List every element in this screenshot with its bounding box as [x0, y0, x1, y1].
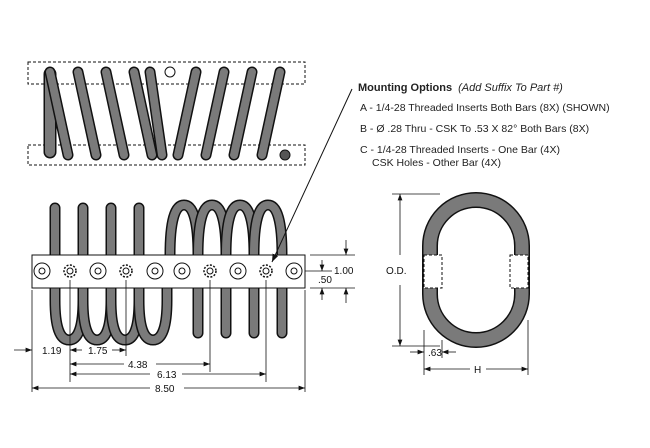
top-coil-strands	[44, 66, 286, 161]
coil-strand	[230, 68, 256, 159]
top-hole	[164, 66, 176, 78]
csk-hole-icon	[89, 262, 107, 280]
csk-hole-icon	[229, 262, 247, 280]
coil-strand	[146, 68, 166, 159]
side-view: O.D. .63 H	[386, 192, 530, 376]
horizontal-dimensions	[14, 280, 306, 392]
dim-6-13: 6.13	[157, 370, 177, 381]
coil-strand	[74, 68, 100, 159]
dim-8-50: 8.50	[155, 384, 175, 395]
dim-od: O.D.	[386, 266, 407, 277]
csk-hole-icon	[33, 262, 51, 280]
dim-1-19: 1.19	[42, 346, 62, 357]
top-hole	[279, 149, 291, 161]
leader-line	[271, 88, 353, 263]
coil-loop	[135, 204, 171, 345]
threaded-insert-icon	[259, 264, 273, 278]
dim-bar-height: 1.00	[334, 266, 354, 277]
threaded-insert-icon	[119, 264, 133, 278]
front-coils	[49, 199, 288, 346]
threaded-insert-icon	[63, 264, 77, 278]
dim-bar-half: .50	[318, 275, 332, 286]
coil-loop	[250, 200, 286, 337]
coil-strand	[202, 68, 228, 159]
option-c-line2: CSK Holes - Other Bar (4X)	[372, 157, 501, 170]
csk-hole-icon	[173, 262, 191, 280]
coil-strand	[258, 68, 284, 159]
dim-1-75: 1.75	[88, 346, 108, 357]
threaded-insert-icon	[203, 264, 217, 278]
coil-strand	[174, 68, 200, 159]
csk-hole-icon	[285, 262, 303, 280]
coil-strand	[130, 68, 156, 159]
csk-hole-icon	[146, 262, 164, 280]
coil-strand	[102, 68, 128, 159]
mounting-options-note: (Add Suffix To Part #)	[458, 82, 563, 94]
mounting-options-heading: Mounting Options	[358, 82, 453, 94]
option-c: C - 1/4-28 Threaded Inserts - One Bar (4…	[360, 144, 610, 170]
option-b: B - Ø .28 Thru - CSK To .53 X 82° Both B…	[360, 122, 590, 135]
option-c-line1: C - 1/4-28 Threaded Inserts - One Bar (4…	[360, 144, 560, 156]
side-bar-left	[423, 254, 443, 289]
mounting-options: Mounting Options (Add Suffix To Part #) A…	[358, 82, 610, 178]
bar-height-dimension	[305, 240, 355, 303]
option-a: A - 1/4-28 Threaded Inserts Both Bars (8…	[360, 101, 610, 114]
dim-4-38: 4.38	[128, 360, 148, 371]
dim-h: H	[474, 365, 481, 376]
coil-strand	[46, 68, 72, 159]
top-view	[27, 61, 306, 166]
side-bar-right	[509, 254, 529, 289]
front-view: 1.00 .50 1.19 1.75 4.38 6.13 8.50	[14, 88, 355, 395]
bar-holes	[33, 262, 303, 280]
dim-63: .63	[428, 348, 442, 359]
